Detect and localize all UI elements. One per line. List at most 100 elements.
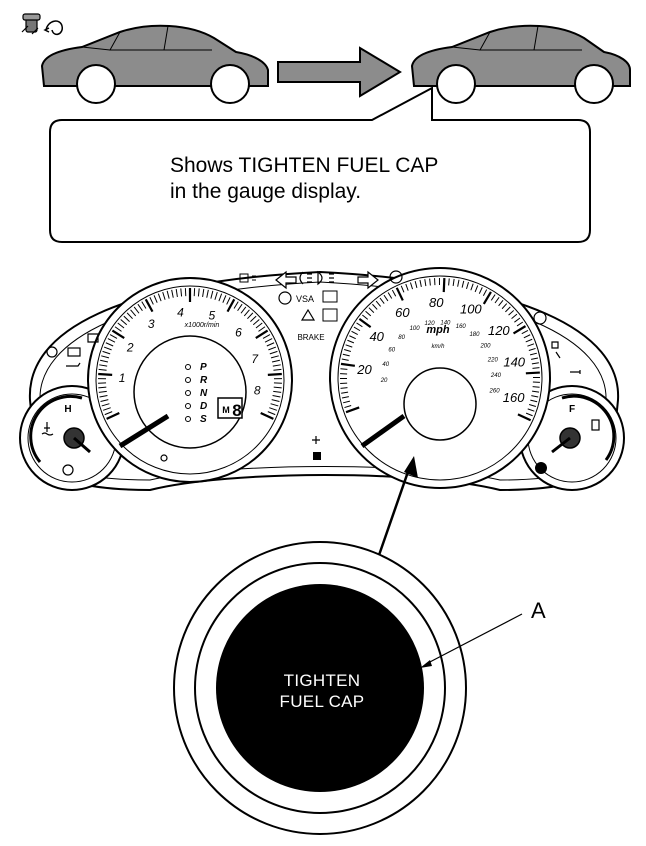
speed-tick: [505, 306, 511, 313]
mph-number: 60: [395, 305, 410, 320]
speed-tick: [512, 325, 527, 335]
speed-tick: [383, 294, 389, 302]
tach-number: 5: [208, 309, 215, 323]
pointer-arrow: [376, 465, 412, 559]
tach-tick: [98, 368, 107, 371]
fog-light-icon: [299, 271, 312, 285]
speed-tick: [482, 291, 492, 305]
kmh-number: 220: [487, 357, 499, 363]
tach-tick: [137, 303, 143, 312]
tach-tick: [105, 342, 114, 347]
tpms-icon: [533, 311, 547, 325]
tach-tick: [226, 297, 231, 305]
speed-tick: [400, 285, 405, 293]
brake-label: BRAKE: [297, 333, 324, 342]
speed-tick: [372, 303, 378, 310]
tach-tick: [266, 342, 275, 347]
speed-tick: [532, 367, 540, 369]
tach-tick: [100, 399, 109, 402]
message-line-2: FUEL CAP: [279, 692, 365, 711]
tach-tick: [214, 291, 218, 300]
fuel-cap-icon: [21, 13, 63, 36]
tach-tick: [247, 312, 254, 320]
tach-tick: [270, 403, 279, 407]
tach-tick: [226, 298, 236, 313]
speed-tick: [429, 278, 431, 286]
speed-tick: [356, 322, 363, 328]
gear-digit: 8: [232, 401, 241, 420]
tach-number: 7: [251, 352, 259, 366]
engine-check-icon: [87, 333, 99, 343]
tach-tick: [250, 315, 257, 323]
speed-tick: [375, 300, 381, 307]
tach-tick: [175, 288, 178, 298]
speed-tick: [345, 344, 353, 348]
speed-tick: [461, 280, 465, 288]
tachometer-needle: [118, 413, 170, 449]
speed-tick: [340, 362, 356, 367]
mph-number: 160: [503, 390, 525, 405]
tach-tick: [252, 319, 260, 326]
tach-tick: [106, 411, 120, 420]
tach-tick: [101, 403, 110, 407]
tach-tick: [107, 338, 116, 343]
speed-tick: [511, 313, 518, 319]
mph-number: 140: [503, 355, 525, 370]
tighten-fuel-cap-message: TIGHTEN FUEL CAP: [237, 670, 407, 712]
tach-tick: [269, 407, 278, 411]
tach-tick: [243, 309, 250, 317]
tach-tick: [120, 319, 128, 326]
tach-tick: [98, 390, 107, 393]
tach-tick: [157, 293, 162, 302]
battery-icon: [67, 347, 81, 357]
kmh-unit: km/h: [431, 344, 445, 350]
indicator-icons: VSA BRAKE: [46, 270, 581, 460]
speed-tick: [365, 310, 372, 317]
multi-info-display: [216, 584, 424, 792]
tach-tick: [273, 386, 282, 389]
tach-tick: [258, 326, 266, 332]
cruise-main-icon: [322, 290, 338, 303]
speed-tick: [508, 310, 515, 316]
speed-tick: [347, 339, 355, 344]
tach-tick: [114, 326, 122, 332]
speed-tick: [528, 404, 536, 407]
kmh-number: 100: [410, 326, 421, 332]
tach-tick: [133, 306, 140, 314]
cruise-control-icon: [322, 308, 338, 322]
message-line-1: TIGHTEN: [283, 671, 361, 690]
tach-tick: [109, 334, 118, 339]
tach-tick: [268, 346, 277, 351]
tach-tick: [264, 338, 273, 343]
tach-tick: [166, 290, 170, 299]
speed-tick: [391, 289, 397, 297]
speed-tick: [341, 358, 349, 361]
door-icon: [313, 452, 321, 460]
speed-tick: [387, 292, 393, 299]
speed-tick: [470, 283, 474, 291]
tach-tick: [103, 346, 112, 351]
tach-tick: [273, 368, 282, 371]
speed-tick: [342, 353, 350, 357]
speed-tick: [442, 278, 446, 293]
tach-tick: [102, 350, 111, 355]
speed-tick: [341, 396, 349, 399]
speed-tick: [368, 307, 375, 313]
vsa-label: VSA: [296, 294, 314, 304]
speed-tick: [482, 289, 488, 296]
tach-tick: [202, 288, 205, 298]
tach-number: 8: [254, 384, 261, 398]
gear-position-label: R: [200, 375, 208, 386]
speed-tick: [494, 297, 500, 304]
speed-tick: [474, 285, 479, 293]
callout-text: Shows TIGHTEN FUEL CAP in the gauge disp…: [170, 153, 570, 205]
speed-tick: [523, 334, 531, 339]
speed-tick: [531, 357, 539, 360]
seatbelt-icon: [312, 436, 320, 444]
abs-icon: [278, 291, 292, 305]
brake-warning-icon: [46, 346, 58, 358]
speed-tick: [341, 391, 349, 394]
